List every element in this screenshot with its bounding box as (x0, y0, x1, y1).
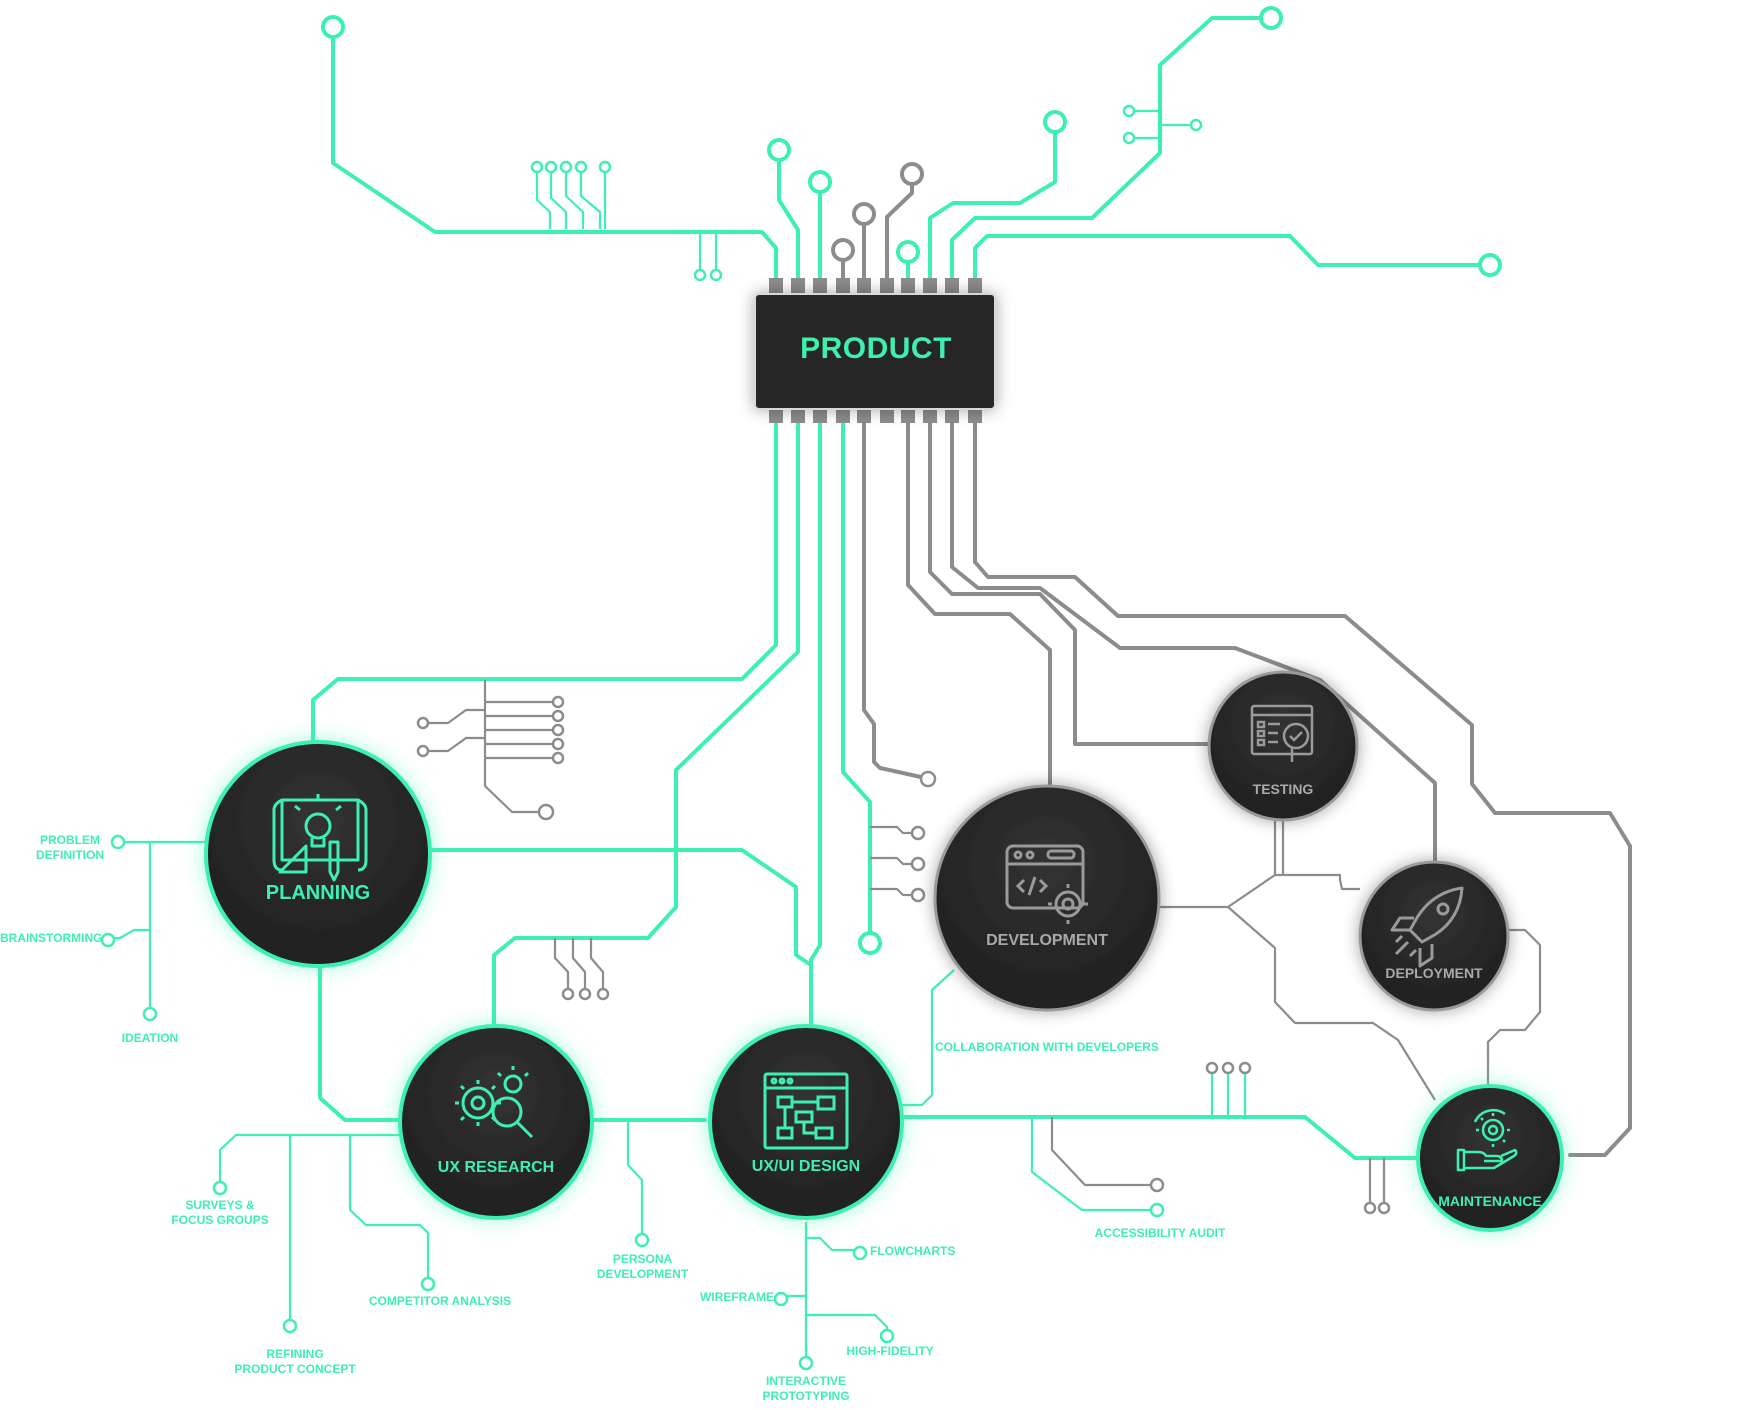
lower-green-traces (108, 840, 1417, 1360)
gray-fanout-3 (553, 938, 610, 1001)
competitor-analysis-label: COMPETITOR ANALYSIS (368, 1294, 512, 1308)
ux-research-label: UX RESEARCH (437, 1159, 555, 1176)
surveys-focus-groups-label: SURVEYS & FOCUS GROUPS (171, 1198, 269, 1227)
gray-fanout-2 (870, 825, 926, 903)
accessibility-audit-label: ACCESSIBILITY AUDIT (1094, 1226, 1226, 1240)
maintenance-node[interactable] (1416, 1084, 1564, 1232)
uxui-design-label: UX/UI DESIGN (751, 1158, 861, 1175)
code-window-gear-icon (1005, 844, 1088, 924)
ideation-label: IDEATION (121, 1031, 179, 1045)
checklist-magnifier-icon (1250, 704, 1314, 762)
top-pads (321, 6, 1502, 282)
flowcharts-label: FLOWCHARTS (870, 1244, 956, 1258)
maintenance-label: MAINTENANCE (1438, 1193, 1542, 1209)
chip-bottom-traces (311, 403, 1632, 1157)
collaboration-with-developers-label: COLLABORATION WITH DEVELOPERS (935, 1040, 1159, 1054)
flowchart-window-icon (763, 1072, 849, 1150)
hand-gear-icon (1456, 1109, 1518, 1172)
deployment-label: DEPLOYMENT (1385, 965, 1483, 981)
blueprint-lightbulb-icon (272, 794, 368, 882)
planning-label: PLANNING (265, 882, 371, 904)
development-label: DEVELOPMENT (986, 932, 1108, 949)
gray-lower-traces (1050, 818, 1542, 1193)
persona-development-label: PERSONA DEVELOPMENT (596, 1252, 689, 1281)
brainstorming-label: BRAINSTORMING (0, 931, 103, 945)
rocket-icon (1390, 886, 1464, 968)
development-node[interactable] (933, 784, 1161, 1012)
planning-node[interactable] (204, 740, 432, 968)
lower-green-pads (100, 834, 1391, 1371)
ux-research-node[interactable] (398, 1024, 594, 1220)
product-chip-label: PRODUCT (800, 332, 952, 365)
testing-label: TESTING (1252, 781, 1314, 797)
product-chip (754, 278, 996, 423)
chip-mid-pads (858, 770, 937, 955)
wireframe-label: WIREFRAME (700, 1290, 774, 1304)
testing-node[interactable] (1207, 670, 1359, 822)
problem-definition-label: PROBLEM DEFINITION (36, 833, 104, 862)
refining-product-concept-label: REFINING PRODUCT CONCEPT (234, 1347, 356, 1376)
uxui-design-node[interactable] (708, 1024, 904, 1220)
high-fidelity-label: HIGH-FIDELITY (846, 1344, 934, 1358)
deployment-node[interactable] (1358, 860, 1510, 1012)
gear-magnifier-icon (455, 1066, 534, 1139)
gray-fanout-1 (416, 680, 565, 821)
interactive-prototyping-label: INTERACTIVE PROTOTYPING (762, 1374, 850, 1403)
